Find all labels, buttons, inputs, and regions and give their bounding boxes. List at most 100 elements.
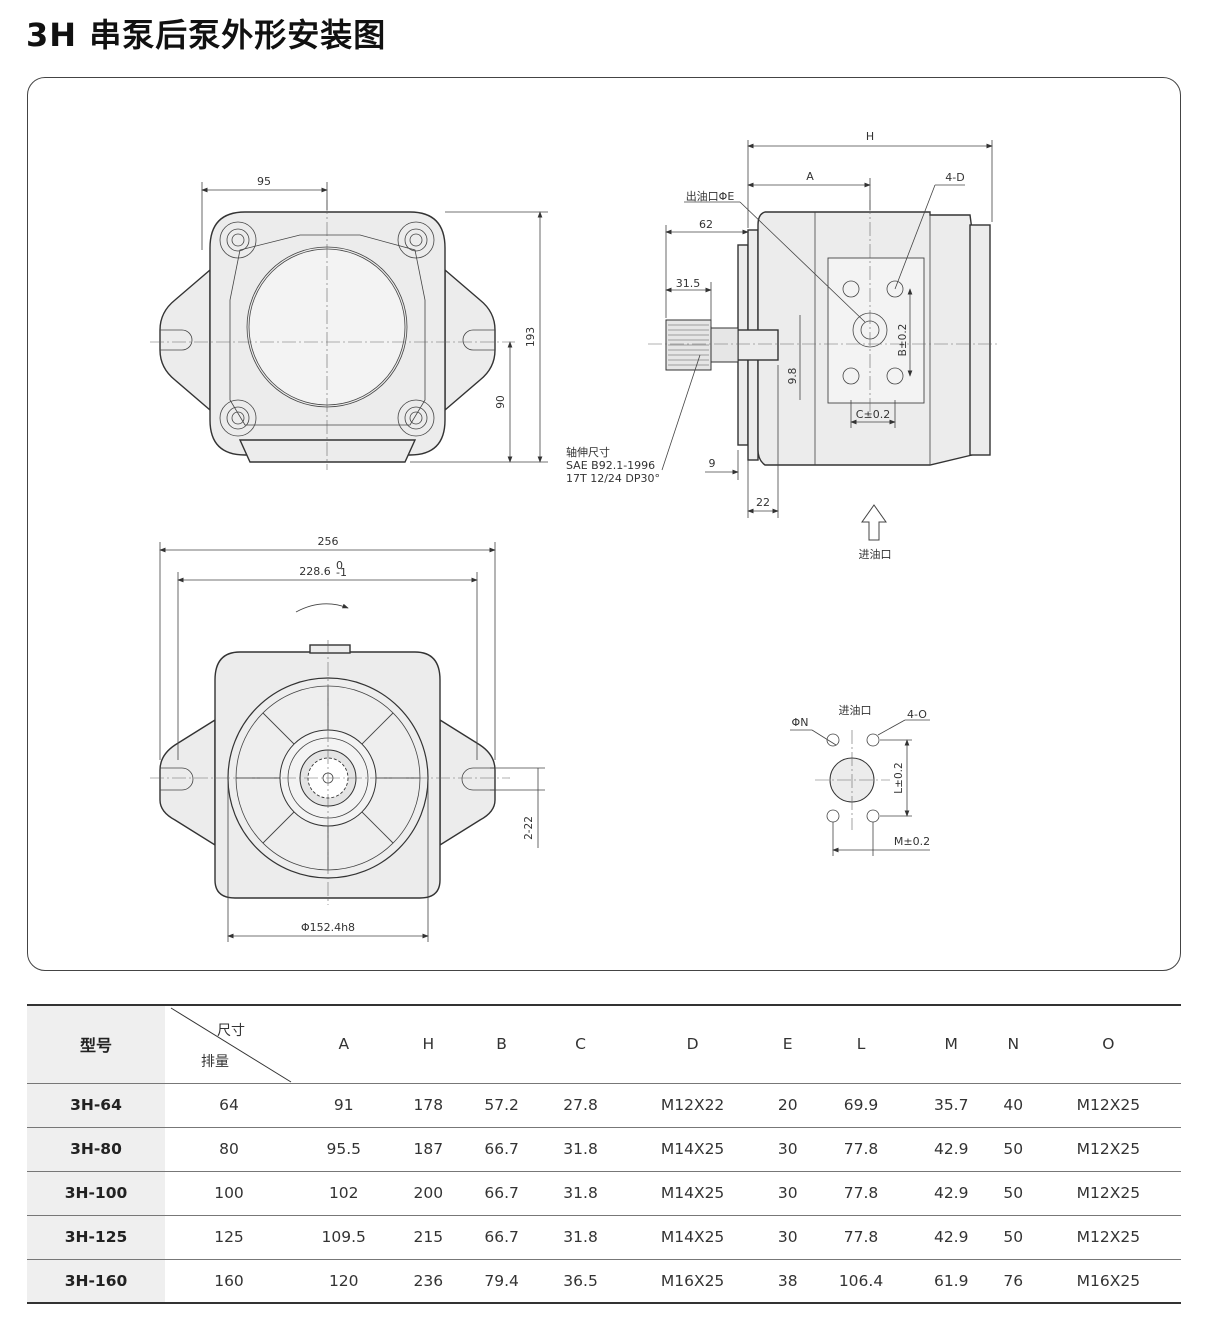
cell-model: 3H-64 [27,1083,165,1127]
table-cell: 31.8 [563,1140,598,1158]
dim-228-tol-up: 0 [336,559,343,572]
front-view: 256 228.6 0 -1 2-22 Φ152.4h8 [150,535,545,942]
table-cell: 69.9 [843,1096,879,1114]
table-cell: 187 [413,1140,444,1158]
table-cell: 236 [413,1271,444,1290]
inlet-pattern: ΦN 进油口 4-O L±0.2 M±0.2 [790,703,930,856]
table-cell: 50 [1003,1184,1024,1202]
header-col: N [1007,1035,1020,1054]
label-shaft-1: 轴伸尺寸 [566,445,610,459]
dim-phi152: Φ152.4h8 [301,921,355,934]
table-cell: 66.7 [484,1140,519,1158]
technical-drawing: 95 193 90 [150,130,1000,942]
table-cell: M12X25 [1076,1228,1141,1246]
dim-9: 9 [709,457,716,470]
table-cell: 64 [219,1096,239,1114]
table-cell: 50 [1003,1140,1024,1158]
table-cell: 125 [214,1228,244,1246]
label-4O: 4-O [907,708,927,721]
header-col: M [944,1035,958,1054]
header-dimension: 尺寸 [217,1023,245,1039]
table-header-row: 型号 尺寸 排量 A H B C D E L M N O [27,1005,1181,1083]
table-cell: 100 [214,1184,244,1202]
header-model: 型号 [27,1005,165,1083]
table-cell: 178 [413,1096,444,1114]
table-cell: 31.8 [563,1184,598,1202]
table-cell: 77.8 [843,1228,879,1246]
table-cell: 120 [328,1271,359,1290]
header-col: D [686,1035,699,1054]
table-cell: 66.7 [484,1184,519,1202]
table-cell: 77.8 [843,1184,879,1202]
header-col: O [1102,1035,1115,1054]
label-shaft-3: 17T 12/24 DP30° [566,472,660,485]
dim-C: C±0.2 [856,408,890,421]
table-cell: M12X25 [1076,1140,1141,1158]
table-cell: M16X25 [1076,1271,1141,1290]
table-cell: 20 [777,1096,798,1114]
rear-view: 95 193 90 [150,175,548,470]
dim-193: 193 [525,327,537,347]
dim-62: 62 [699,218,713,231]
table-cell: 57.2 [484,1096,519,1114]
table-cell: 66.7 [484,1228,519,1246]
table-cell: 215 [413,1228,444,1246]
cell-model: 3H-160 [27,1259,165,1303]
table-cell: 31.8 [563,1228,598,1246]
diagonal-line [170,1007,292,1083]
table-cell: 42.9 [933,1184,969,1202]
drawing-frame [27,77,1181,971]
table-cell: 77.8 [843,1140,879,1158]
dim-9-8: 9.8 [787,368,799,385]
table-cell: 50 [1003,1228,1024,1246]
dim-90: 90 [495,395,507,408]
label-phiN: ΦN [792,716,809,729]
dim-228-6: 228.6 [299,565,331,578]
cell-model: 3H-100 [27,1171,165,1215]
dim-L: L±0.2 [893,762,905,793]
dim-228-tol-down: -1 [336,566,347,579]
header-col: H [422,1035,435,1054]
table-cell: 80 [219,1140,239,1158]
table-cell: 76 [1003,1271,1024,1290]
table-cell: M12X25 [1076,1096,1141,1114]
dim-H: H [866,130,874,143]
table-cell: 109.5 [321,1228,366,1246]
header-col: E [782,1035,793,1054]
label-outlet: 出油口ΦE [686,189,735,203]
table-cell: 102 [328,1184,359,1202]
table-cell: M14X25 [660,1140,725,1158]
cell-model: 3H-125 [27,1215,165,1259]
table-cell: 42.9 [933,1140,969,1158]
dim-31-5: 31.5 [676,277,701,290]
dim-95: 95 [257,175,271,188]
dim-A: A [806,170,814,183]
table-cell: M14X25 [660,1184,725,1202]
header-col: L [856,1035,866,1054]
table-cell: 106.4 [838,1271,884,1290]
label-inlet: 进油口 [859,547,892,561]
header-col: A [338,1035,350,1054]
dim-256: 256 [318,535,339,548]
side-view: H A 4-D 出油口ΦE 62 31.5 B±0.2 9.8 C±0.2 轴 [566,130,1000,561]
table-cell: M16X25 [660,1271,725,1290]
table-cell: M12X25 [1076,1184,1141,1202]
table-cell: 35.7 [933,1096,969,1114]
dim-M: M±0.2 [894,835,930,848]
table-cell: 36.5 [563,1271,598,1290]
label-inlet-2: 进油口 [839,703,872,717]
header-diagonal: 尺寸 排量 [165,1005,293,1083]
header-col: B [496,1035,507,1054]
table-cell: 200 [413,1184,444,1202]
dim-4D: 4-D [945,171,964,184]
table-cell: M12X22 [660,1096,725,1114]
header-displacement: 排量 [201,1053,229,1070]
dim-22: 22 [756,496,770,509]
